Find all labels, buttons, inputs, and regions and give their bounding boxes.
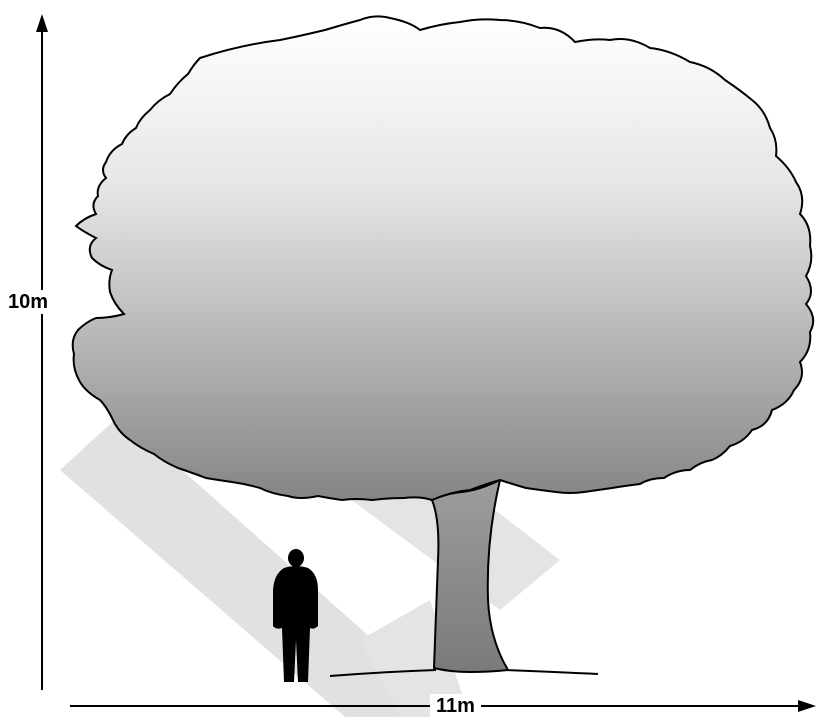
height-label: 10m — [6, 290, 50, 314]
tree-canopy — [73, 16, 814, 500]
height-dimension-arrow — [36, 14, 48, 690]
width-label: 11m — [430, 694, 481, 717]
